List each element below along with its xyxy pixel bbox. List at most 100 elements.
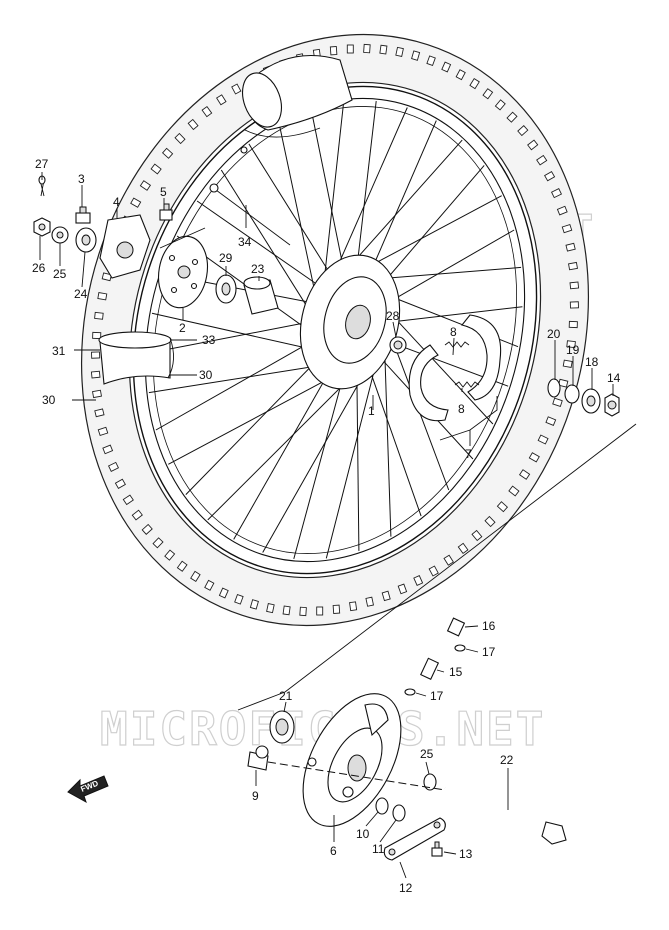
tread-block (363, 43, 371, 54)
spoke (389, 311, 494, 425)
front-axle (444, 785, 567, 845)
callout-20: 20 (547, 327, 561, 341)
spoke (185, 357, 320, 495)
spoke (389, 306, 523, 323)
tread-block (94, 311, 104, 320)
tread-block (397, 583, 408, 595)
tread-block (174, 132, 186, 145)
callout-21: 21 (279, 689, 293, 703)
tread-block (471, 529, 483, 542)
tread-block (569, 301, 579, 309)
tread-block (365, 596, 374, 607)
tread-block (92, 331, 102, 340)
callout-11: 11 (372, 842, 385, 856)
cable-adjusters (404, 617, 466, 696)
tread-block (482, 88, 494, 100)
tread-block (545, 416, 557, 426)
axle-nut-parts (547, 378, 620, 417)
spoke (380, 165, 485, 287)
callout-22: 22 (500, 753, 514, 767)
callout-17-upper: 17 (482, 645, 496, 659)
spoke (168, 374, 337, 465)
tread-block (190, 570, 201, 583)
brake-cam (247, 745, 269, 771)
oil-seal (269, 710, 295, 744)
tread-block (518, 469, 531, 480)
tread-block (443, 554, 454, 566)
spoke (147, 321, 311, 354)
spokes (147, 101, 523, 560)
tread-block (329, 46, 338, 56)
callout-4: 4 (113, 195, 120, 209)
tread-block (231, 83, 242, 95)
callout-8-lower: 8 (458, 402, 465, 416)
callout-8-upper: 8 (450, 325, 457, 339)
tread-block (187, 118, 199, 131)
tread-block (92, 389, 102, 399)
tread-block (527, 139, 539, 151)
tread-block (508, 485, 520, 497)
tread-block (161, 147, 174, 159)
callout-23: 23 (251, 262, 265, 276)
callout-1: 1 (368, 404, 375, 418)
tread-block (201, 105, 213, 118)
spoke (262, 374, 365, 553)
tread-block (114, 478, 126, 490)
spoke (335, 107, 408, 270)
tread-block (536, 154, 548, 166)
tread-block (561, 223, 573, 234)
tread-block (381, 590, 391, 602)
tread-block (556, 205, 568, 216)
tread-block (550, 188, 563, 199)
tread-block (568, 261, 578, 271)
callout-25-lower: 25 (420, 747, 434, 761)
tread-block (266, 603, 275, 614)
tread-block (249, 599, 259, 610)
tread-block (122, 494, 134, 506)
tread-block (552, 397, 563, 407)
tread-block (346, 44, 354, 54)
spoke (387, 229, 515, 304)
tread-block (528, 452, 540, 463)
callout-2: 2 (179, 321, 186, 335)
brake-panel (302, 693, 402, 827)
callout-29: 29 (219, 251, 233, 265)
spoke (207, 377, 351, 521)
tread-block (484, 515, 496, 528)
tread-block (469, 77, 480, 90)
tread-block (544, 170, 556, 182)
tread-block (150, 163, 162, 175)
spoke (349, 139, 463, 267)
spoke (151, 312, 316, 351)
callout-3: 3 (78, 172, 85, 186)
callout-25-upper: 25 (53, 267, 67, 281)
tread-block (379, 44, 388, 55)
callout-34: 34 (238, 235, 252, 249)
tread-block (218, 587, 229, 599)
callout-7: 7 (465, 447, 472, 461)
callout-27: 27 (35, 157, 49, 171)
tread-block (282, 605, 291, 616)
tread-block (97, 292, 108, 301)
callout-24: 24 (74, 287, 88, 301)
callout-10: 10 (356, 827, 370, 841)
tread-block (428, 565, 439, 577)
callout-labels: 1 2 3 4 5 6 7 8 8 9 10 11 12 13 14 15 16… (32, 157, 621, 895)
spoke (310, 109, 344, 267)
callout-12: 12 (399, 881, 413, 895)
tread-block (568, 320, 578, 329)
leader-lines (39, 172, 637, 879)
tread-block (216, 94, 227, 106)
callout-30-left: 30 (42, 393, 56, 407)
tread-block (569, 281, 580, 290)
tread-block (558, 378, 569, 388)
brake-arm (383, 817, 446, 861)
callout-30-right: 30 (199, 368, 213, 382)
spoke (384, 349, 392, 537)
spoke (369, 120, 437, 274)
tread-block (164, 549, 176, 561)
spoke (363, 195, 502, 270)
valve-stem (209, 146, 291, 246)
tread-block (517, 125, 529, 137)
